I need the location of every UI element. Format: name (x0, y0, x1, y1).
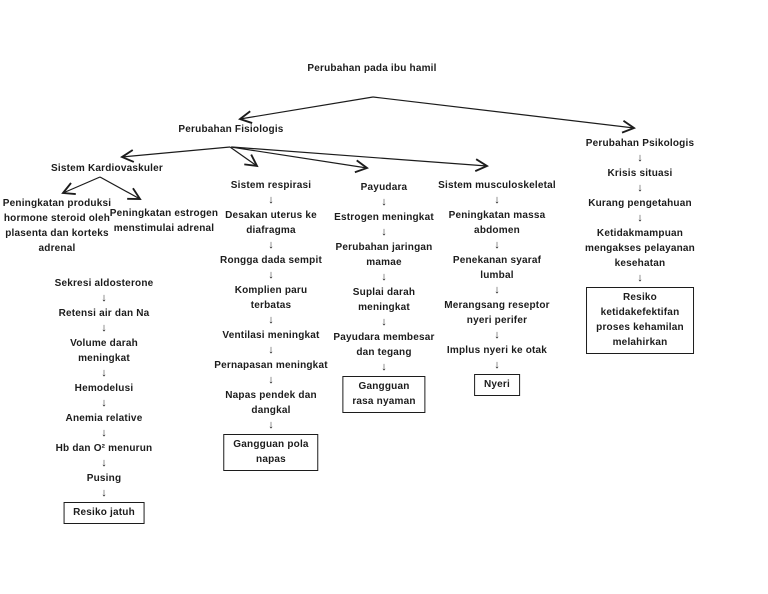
down-arrow-icon: ↓ (268, 269, 274, 281)
edge-title-to-psikologis (372, 96, 636, 134)
down-arrow-icon: ↓ (101, 292, 107, 304)
chain-musculoskeletal: Sistem musculoskeletal ↓ Peningkatan massa… (438, 178, 556, 396)
node-krisis-situasi: Krisis situasi (607, 168, 673, 179)
box-resiko: Resiko ketidakefektifan proses kehamilan… (586, 287, 694, 354)
node-volume-darah: Volume darah meningkat (70, 338, 138, 364)
node-payudara: Payudara (360, 182, 408, 193)
down-arrow-icon: ↓ (268, 314, 274, 326)
node-pusing: Pusing (86, 473, 122, 484)
down-arrow-icon: ↓ (101, 367, 107, 379)
down-arrow-icon: ↓ (268, 419, 274, 431)
down-arrow-icon: ↓ (268, 374, 274, 386)
down-arrow-icon: ↓ (637, 152, 643, 164)
down-arrow-icon: ↓ (268, 344, 274, 356)
down-arrow-icon: ↓ (381, 316, 387, 328)
down-arrow-icon: ↓ (637, 182, 643, 194)
node-anemia-relative: Anemia relative (65, 413, 143, 424)
down-arrow-icon: ↓ (494, 329, 500, 341)
node-kurang-pengetahuan: Kurang pengetahuan (588, 198, 692, 209)
down-arrow-icon: ↓ (268, 239, 274, 251)
node-penekanan-syaraf: Penekanan syaraf lumbal (452, 255, 542, 281)
edge-fisiologis-to-kardiovaskuler (120, 146, 231, 163)
edge-title-to-fisiologis (238, 96, 374, 124)
node-payudara-membesar: Payudara membesar dan tegang (333, 332, 435, 358)
node-sistem-kardiovaskuler: Sistem Kardiovaskuler (50, 163, 164, 174)
chain-kardiovaskuler: Sekresi aldosterone ↓ Retensi air dan Na ↓ V… (55, 276, 154, 524)
node-peningkatan-estrogen: Peningkatan estrogen menstimulai adrenal (109, 208, 219, 234)
down-arrow-icon: ↓ (494, 194, 500, 206)
edge-fisiologis-to-respirasi (229, 146, 259, 168)
node-pernapasan-meningkat: Pernapasan meningkat (214, 360, 328, 371)
node-estrogen-meningkat: Estrogen meningkat (334, 212, 434, 223)
box-nyeri: Nyeri (473, 374, 521, 396)
down-arrow-icon: ↓ (101, 397, 107, 409)
node-napas-pendek-dan: Napas pendek dan dangkal (225, 390, 317, 416)
down-arrow-icon: ↓ (268, 194, 274, 206)
box-gangguan: Gangguan rasa nyaman (342, 376, 426, 413)
down-arrow-icon: ↓ (494, 284, 500, 296)
down-arrow-icon: ↓ (381, 271, 387, 283)
node-ketidakmampuan: Ketidakmampuan mengakses pelayanan keseh… (585, 228, 695, 269)
down-arrow-icon: ↓ (637, 272, 643, 284)
node-peningkatan-massa: Peningkatan massa abdomen (448, 210, 546, 236)
node-desakan-uterus-ke: Desakan uterus ke diafragma (225, 210, 317, 236)
node-perubahan-jaringan: Perubahan jaringan mamae (335, 242, 433, 268)
node-perubahan-psikologis: Perubahan Psikologis (585, 138, 695, 149)
box-gangguan-pola: Gangguan pola napas (223, 434, 319, 471)
node-hb-dan-o-menurun: Hb dan O² menurun (55, 443, 153, 454)
edge-kardio-to-child-left (61, 176, 101, 195)
node-peningkatan-produksi-hormone: Peningkatan produksi hormone steroid ole… (2, 198, 112, 254)
node-sistem-musculoskeletal: Sistem musculoskeletal (438, 180, 556, 191)
node-sistem-respirasi: Sistem respirasi (230, 180, 312, 191)
node-perubahan-fisiologis: Perubahan Fisiologis (178, 124, 284, 135)
node-retensi-air-dan-na: Retensi air dan Na (58, 308, 150, 319)
node-hemodelusi: Hemodelusi (74, 383, 134, 394)
down-arrow-icon: ↓ (381, 196, 387, 208)
down-arrow-icon: ↓ (381, 361, 387, 373)
down-arrow-icon: ↓ (494, 359, 500, 371)
node-rongga-dada-sempit: Rongga dada sempit (220, 255, 322, 266)
node-merangsang-reseptor: Merangsang reseptor nyeri perifer (444, 300, 550, 326)
down-arrow-icon: ↓ (101, 427, 107, 439)
down-arrow-icon: ↓ (101, 457, 107, 469)
down-arrow-icon: ↓ (101, 487, 107, 499)
edge-fisiologis-to-musculoskeletal (231, 146, 489, 172)
node-implus-nyeri-ke-otak: Implus nyeri ke otak (446, 345, 548, 356)
box-resiko-jatuh: Resiko jatuh (63, 502, 145, 524)
node-suplai-darah: Suplai darah meningkat (352, 287, 416, 313)
chain-payudara: Payudara ↓ Estrogen meningkat ↓ Perubahan ja… (333, 180, 434, 413)
node-komplien-paru: Komplien paru terbatas (234, 285, 308, 311)
chain-psikologis: Perubahan Psikologis ↓ Krisis situasi ↓ Kura… (585, 136, 695, 354)
chain-respirasi: Sistem respirasi ↓ Desakan uterus ke diafr… (214, 178, 328, 471)
node-sekresi-aldosterone: Sekresi aldosterone (54, 278, 154, 289)
down-arrow-icon: ↓ (637, 212, 643, 224)
down-arrow-icon: ↓ (494, 239, 500, 251)
down-arrow-icon: ↓ (101, 322, 107, 334)
node-ventilasi-meningkat: Ventilasi meningkat (222, 330, 320, 341)
edge-fisiologis-to-payudara (230, 146, 369, 174)
page-title: Perubahan pada ibu hamil (307, 63, 437, 74)
down-arrow-icon: ↓ (381, 226, 387, 238)
